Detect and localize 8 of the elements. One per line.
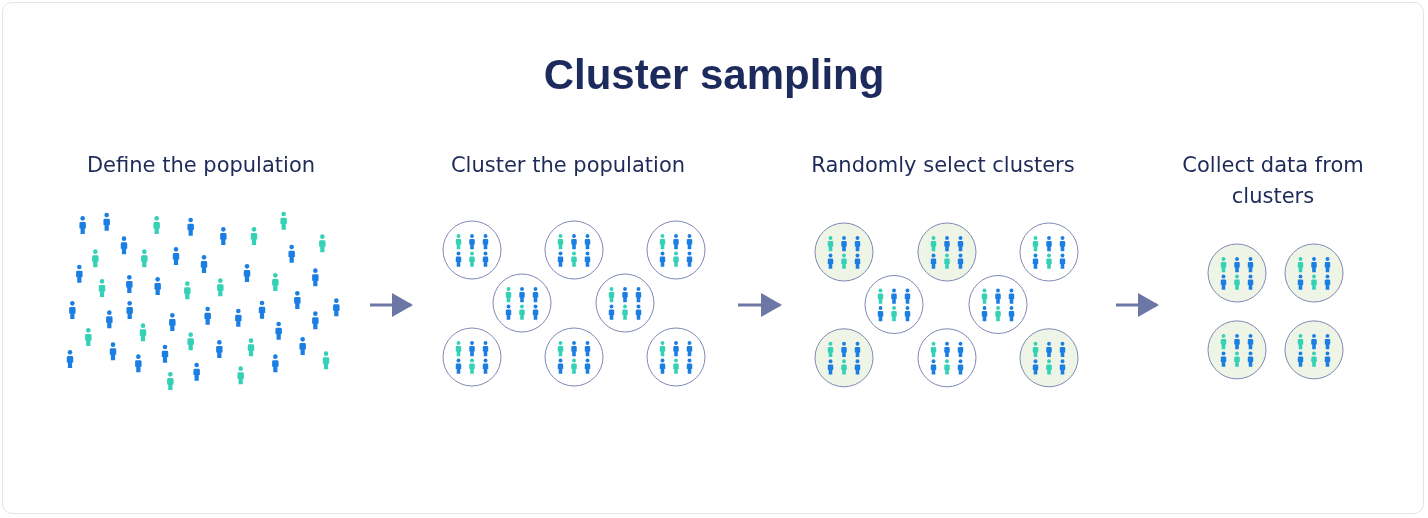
step-heading: Define the population — [86, 152, 316, 179]
diagram-title: Cluster sampling — [543, 50, 885, 100]
arrow — [1116, 293, 1159, 317]
step-heading: Randomly select clusters — [811, 152, 1075, 179]
arrow — [738, 293, 782, 317]
step-heading: Collect data from clusters — [1181, 152, 1365, 210]
arrow — [370, 293, 413, 317]
step-heading: Cluster the population — [450, 152, 686, 179]
